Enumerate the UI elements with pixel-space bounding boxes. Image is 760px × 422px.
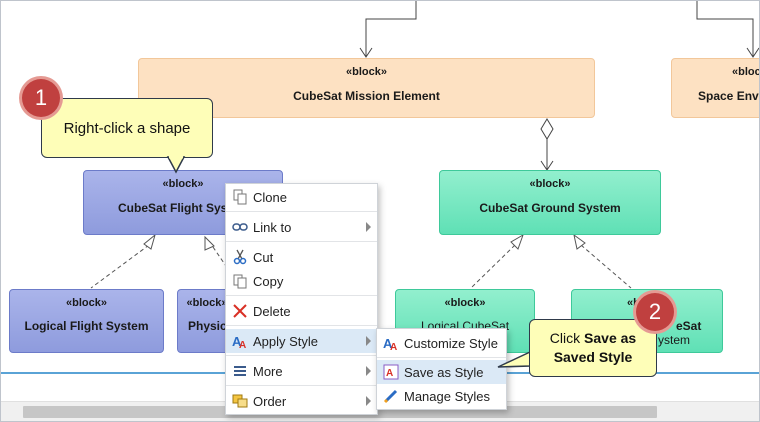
callout-right-click: Right-click a shape (41, 98, 213, 158)
menu-item-cut[interactable]: Cut (226, 245, 377, 269)
clone-icon (233, 189, 247, 205)
menu-item-copy[interactable]: Copy (226, 269, 377, 293)
order-icon (232, 394, 248, 408)
menu-item-label: Delete (253, 304, 291, 319)
block-stereotype: «block» (444, 297, 486, 309)
copy-icon (233, 274, 247, 289)
block-stereotype: «block» (162, 178, 204, 190)
menu-item-label: Save as Style (404, 365, 484, 380)
block-stereotype: «block» (732, 66, 760, 78)
submenu-arrow-icon (366, 336, 371, 346)
block-name: Logical Flight System (24, 319, 149, 333)
svg-text:A: A (232, 334, 242, 349)
block-name: CubeSat Ground System (479, 201, 621, 215)
scissors-icon (233, 249, 247, 265)
menu-item-link-to[interactable]: Link to (226, 215, 377, 239)
block-stereotype: «block» (66, 297, 107, 309)
style-icon: AA (232, 334, 246, 349)
submenu-item-save-as-style[interactable]: A Save as Style (377, 360, 506, 384)
callout-save-as-style: Click Save as Saved Style (529, 319, 657, 377)
callout-line-1: Click Save as (530, 330, 656, 346)
callout-text: Right-click a shape (63, 120, 191, 137)
menu-item-more[interactable]: More (226, 359, 377, 383)
block-name-line2: ystem (658, 333, 691, 347)
block-name: Space Envi (698, 89, 760, 103)
save-style-icon: A (383, 364, 399, 380)
submenu-item-manage-styles[interactable]: Manage Styles (377, 384, 506, 408)
customize-style-icon: AA (383, 336, 397, 351)
callout-pointer (166, 156, 186, 174)
step-badge-2: 2 (636, 293, 674, 331)
block-logical-flight-system[interactable]: «block» Logical Flight System (9, 289, 164, 353)
block-name: CubeSat Flight Sys (118, 201, 228, 215)
block-cubesat-mission-element[interactable]: «block» CubeSat Mission Element (138, 58, 595, 118)
submenu-arrow-icon (366, 396, 371, 406)
callout-line-2: Saved Style (553, 349, 633, 365)
menu-item-order[interactable]: Order (226, 389, 377, 413)
callout-bold-text: Save as (584, 330, 637, 346)
delete-x-icon (233, 304, 247, 318)
menu-item-label: Clone (253, 190, 287, 205)
step-badge-1: 1 (22, 79, 60, 117)
block-name: CubeSat Mission Element (293, 89, 440, 103)
callout-text: Click (549, 330, 585, 346)
menu-item-label: Customize Style (404, 336, 498, 351)
menu-item-label: Copy (253, 274, 284, 289)
menu-item-label: Cut (253, 250, 274, 265)
menu-item-label: Manage Styles (404, 389, 490, 404)
menu-item-clone[interactable]: Clone (226, 185, 377, 209)
menu-item-label: Apply Style (253, 334, 319, 349)
block-stereotype: «block» (346, 66, 387, 78)
block-stereotype: «block» (529, 178, 571, 190)
submenu-arrow-icon (366, 366, 371, 376)
block-stereotype: «block» (186, 297, 228, 309)
block-cubesat-ground-system[interactable]: «block» CubeSat Ground System (439, 170, 661, 235)
block-name: eSat (676, 319, 702, 333)
submenu-arrow-icon (366, 222, 371, 232)
svg-text:A: A (239, 340, 246, 349)
menu-item-label: Link to (253, 220, 292, 235)
block-space-environment[interactable]: «block» Space Envi (671, 58, 760, 118)
pencil-icon (383, 389, 398, 404)
callout-pointer (497, 350, 531, 368)
svg-text:A: A (383, 336, 393, 351)
hamburger-icon (234, 366, 246, 376)
block-name: Physic (188, 319, 227, 333)
svg-text:A: A (390, 342, 397, 351)
svg-text:A: A (386, 368, 393, 379)
menu-item-label: Order (253, 394, 287, 409)
link-icon (232, 223, 248, 231)
menu-item-label: More (253, 364, 283, 379)
menu-item-delete[interactable]: Delete (226, 299, 377, 323)
